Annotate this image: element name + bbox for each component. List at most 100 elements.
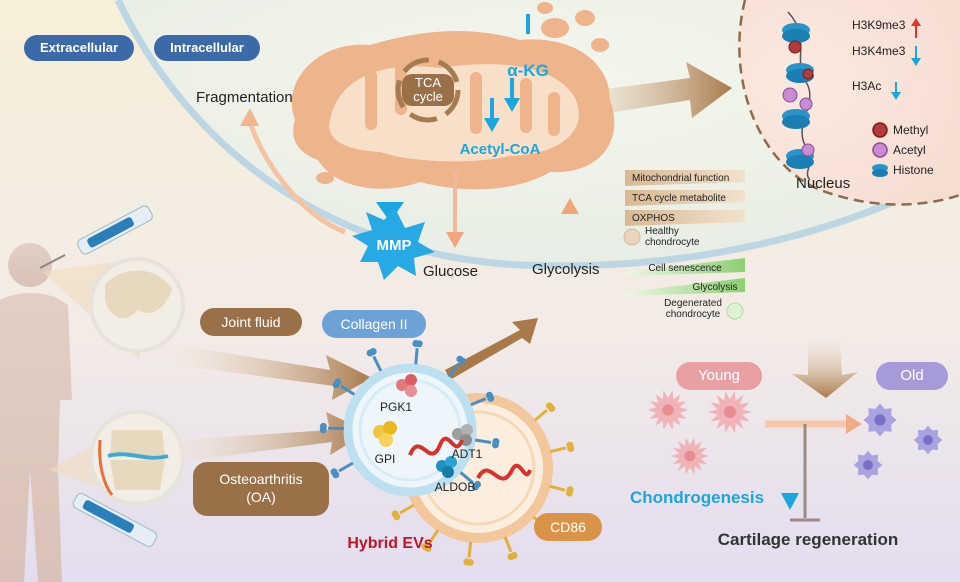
glycolysis-arrow-head: [561, 198, 579, 214]
methyl-mark: [788, 40, 802, 54]
cartilage-layer: [107, 452, 169, 460]
degenerated-bar-label: Glycolysis: [692, 282, 737, 293]
nucleus-label: Nucleus: [796, 175, 850, 192]
chondrocyte-nucleus: [662, 404, 674, 416]
receptor-head: [369, 347, 377, 355]
aldob-protein: [436, 456, 457, 478]
healthy-bar-label: TCA cycle metabolite: [632, 193, 726, 204]
methyl-mark: [802, 68, 814, 80]
adt1-label: ADT1: [452, 447, 483, 461]
glucose-label: Glucose: [423, 263, 478, 280]
receptor-stem: [399, 503, 415, 515]
acetyl-mark: [782, 87, 798, 103]
mmp-burst: [352, 208, 435, 280]
tibia: [110, 460, 165, 490]
receptor-head: [463, 558, 471, 566]
healthy-cell-icon: [623, 228, 641, 246]
receptor-stem: [470, 397, 487, 407]
methyl-legend-icon: [872, 122, 888, 138]
receptor-stem: [340, 384, 356, 396]
gpi-label: GPI: [375, 452, 396, 466]
chondrocyte-nucleus: [684, 450, 696, 462]
mito-fragments: [316, 2, 609, 184]
syringe-top: [39, 205, 153, 269]
joint-fluid-tag: Joint fluid: [200, 308, 302, 336]
receptor-stem: [549, 446, 567, 453]
receptor-head: [487, 394, 495, 402]
ev-to-cell-arrow: [445, 318, 538, 380]
histone-legend-label: Histone: [893, 163, 934, 177]
fragmentation-label: Fragmentation: [196, 89, 293, 106]
cd86-tag: CD86: [534, 513, 602, 541]
extracellular-tag: Extracellular: [24, 35, 134, 61]
chondrocyte-nucleus: [923, 435, 933, 445]
rna-strand: [408, 436, 464, 456]
receptor-stem: [475, 438, 492, 444]
receptor-stem: [414, 348, 419, 365]
healthy-bar-label: Mitochondrial function: [632, 173, 729, 184]
nucleus-to-cells-arrow: [792, 340, 858, 398]
methyl-legend-label: Methyl: [893, 123, 928, 137]
receptor-head: [319, 422, 327, 430]
old-chondrocytes: [853, 403, 943, 480]
fragmentation-arrow: [247, 121, 346, 235]
receptor-head: [459, 357, 467, 365]
receptor-head: [421, 543, 429, 551]
down-arrow-icon: [911, 58, 921, 66]
histone-legend-icon: [872, 169, 888, 177]
young-tag: Young: [676, 362, 762, 390]
receptor-stem: [467, 541, 473, 558]
nuclear-envelope: [738, 0, 960, 206]
chondrogenesis-arrow-head: [781, 493, 799, 510]
oa-tag: Osteoarthritis (OA): [193, 462, 329, 516]
receptor-stem: [372, 355, 383, 372]
mitochondrion-matrix: [329, 64, 579, 162]
h3ac-label: H3Ac: [852, 79, 881, 93]
receptor-stem: [549, 484, 566, 492]
acetyl-mark: [799, 97, 813, 111]
glycolysis-label: Glycolysis: [532, 261, 600, 278]
hybrid-evs-label: Hybrid EVs: [347, 535, 432, 552]
jaw-bone: [105, 270, 172, 319]
receptor-head: [330, 468, 338, 476]
mmp-arrow-head: [376, 202, 404, 222]
akg-label: α-KG: [507, 61, 549, 80]
down-arrow-icon: [484, 118, 500, 132]
intracellular-tag: Intracellular: [154, 35, 260, 61]
knee-joint-image: [89, 410, 185, 506]
acetyl-legend-icon: [872, 142, 888, 158]
old-tag: Old: [876, 362, 948, 390]
collagen-ii-tag: Collagen II: [322, 310, 426, 338]
healthy-bar-label: OXPHOS: [632, 213, 675, 224]
receptor-head: [565, 489, 573, 497]
gpi-protein: [373, 421, 397, 447]
h3k9me3-label: H3K9me3: [852, 18, 906, 32]
adt1-protein: [452, 424, 473, 446]
receptor-head: [471, 483, 479, 491]
receptor-head: [548, 404, 556, 412]
ev-receptors-blue: [319, 339, 500, 491]
fragmentation-arrow-head: [240, 108, 259, 126]
healthy-bars: [625, 170, 745, 226]
cartilage-regeneration-label: Cartilage regeneration: [718, 530, 898, 549]
aldob-label: ALDOB: [435, 480, 476, 494]
receptor-head: [507, 553, 515, 561]
oa-arrow: [178, 412, 368, 462]
receptor-head: [491, 441, 499, 449]
receptor-stem: [447, 362, 460, 378]
receptor-head: [391, 510, 399, 518]
young-chondrocytes: [647, 390, 752, 475]
degenerated-cell-icon: [726, 302, 744, 320]
tca-cycle-ring: [395, 57, 461, 123]
up-arrow-icon: [911, 18, 921, 26]
histone-stack: [782, 23, 814, 169]
mmp-label: MMP: [377, 237, 412, 254]
chondrocyte-nucleus: [723, 405, 737, 419]
pgk1-label: PGK1: [380, 400, 412, 414]
acetyl-coa-label: Acetyl-CoA: [460, 141, 541, 158]
receptor-stem: [459, 471, 474, 484]
degenerated-bars: [625, 258, 745, 296]
